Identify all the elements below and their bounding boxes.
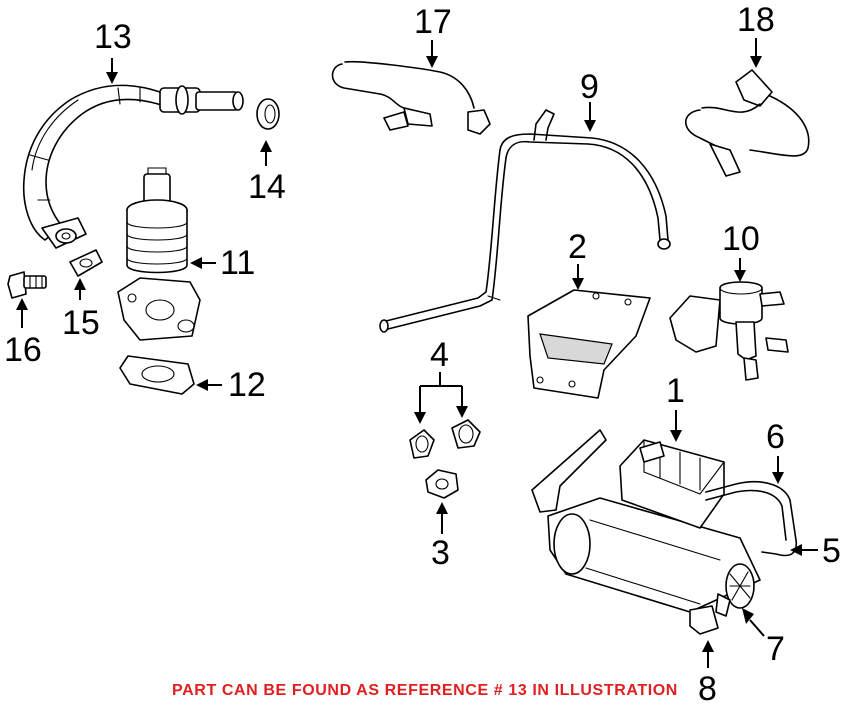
part-18-oxygen-sensor xyxy=(684,69,810,177)
callout-15: 15 xyxy=(62,304,100,342)
callout-7: 7 xyxy=(766,630,785,668)
callout-4: 4 xyxy=(430,336,449,374)
callout-6: 6 xyxy=(766,418,785,456)
part-17-oxygen-sensor xyxy=(331,60,491,135)
part-13-egr-tube xyxy=(22,84,244,249)
callout-18: 18 xyxy=(737,1,775,39)
callout-5: 5 xyxy=(822,532,841,570)
part-4-push-pins xyxy=(409,419,481,459)
part-1-vapor-canister xyxy=(531,429,798,635)
part-15-gasket xyxy=(69,249,103,277)
part-3-nut xyxy=(425,469,459,499)
callout-10: 10 xyxy=(722,220,760,258)
reference-note: PART CAN BE FOUND AS REFERENCE # 13 IN I… xyxy=(172,682,678,699)
part-11-egr-valve xyxy=(117,167,201,341)
part-14-seal-ring xyxy=(256,98,280,130)
part-2-heat-shield xyxy=(527,289,651,399)
callout-14: 14 xyxy=(248,168,286,206)
part-9-vapor-hose xyxy=(379,109,671,333)
callout-9: 9 xyxy=(580,68,599,106)
callout-13: 13 xyxy=(94,18,132,56)
callout-11: 11 xyxy=(220,244,256,282)
callout-17: 17 xyxy=(414,3,452,41)
callout-8: 8 xyxy=(698,670,717,708)
leader-lines xyxy=(16,38,818,668)
callout-2: 2 xyxy=(568,228,587,266)
callout-1: 1 xyxy=(666,372,685,410)
callout-16: 16 xyxy=(4,331,42,369)
callout-12: 12 xyxy=(228,366,266,404)
part-12-gasket xyxy=(119,355,195,395)
callout-3: 3 xyxy=(431,534,450,572)
part-10-purge-solenoid xyxy=(669,281,789,381)
part-16-bolt xyxy=(7,271,47,299)
